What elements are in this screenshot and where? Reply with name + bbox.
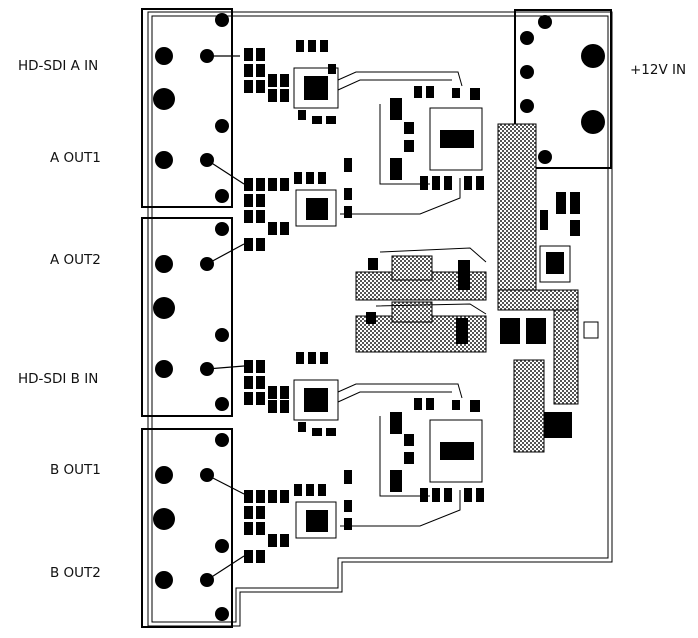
label-hd-sdi-a-in: HD-SDI A IN <box>18 58 99 74</box>
middle-hatched-blocks <box>355 247 487 353</box>
label-a-out1: A OUT1 <box>50 150 101 166</box>
connector-holes <box>153 13 605 621</box>
connector-frames <box>141 8 612 628</box>
label-power-in: +12V IN <box>630 62 687 78</box>
label-a-out2: A OUT2 <box>50 252 101 268</box>
channel-b-circuit <box>244 352 484 502</box>
channel-a-circuit <box>244 40 484 190</box>
label-b-out1: B OUT1 <box>50 462 101 478</box>
connector-traces <box>206 55 245 581</box>
label-b-out2: B OUT2 <box>50 565 101 581</box>
channel-b-lower <box>244 470 461 563</box>
label-hd-sdi-b-in: HD-SDI B IN <box>18 371 99 387</box>
power-section <box>497 123 599 453</box>
channel-a-lower <box>244 158 461 251</box>
